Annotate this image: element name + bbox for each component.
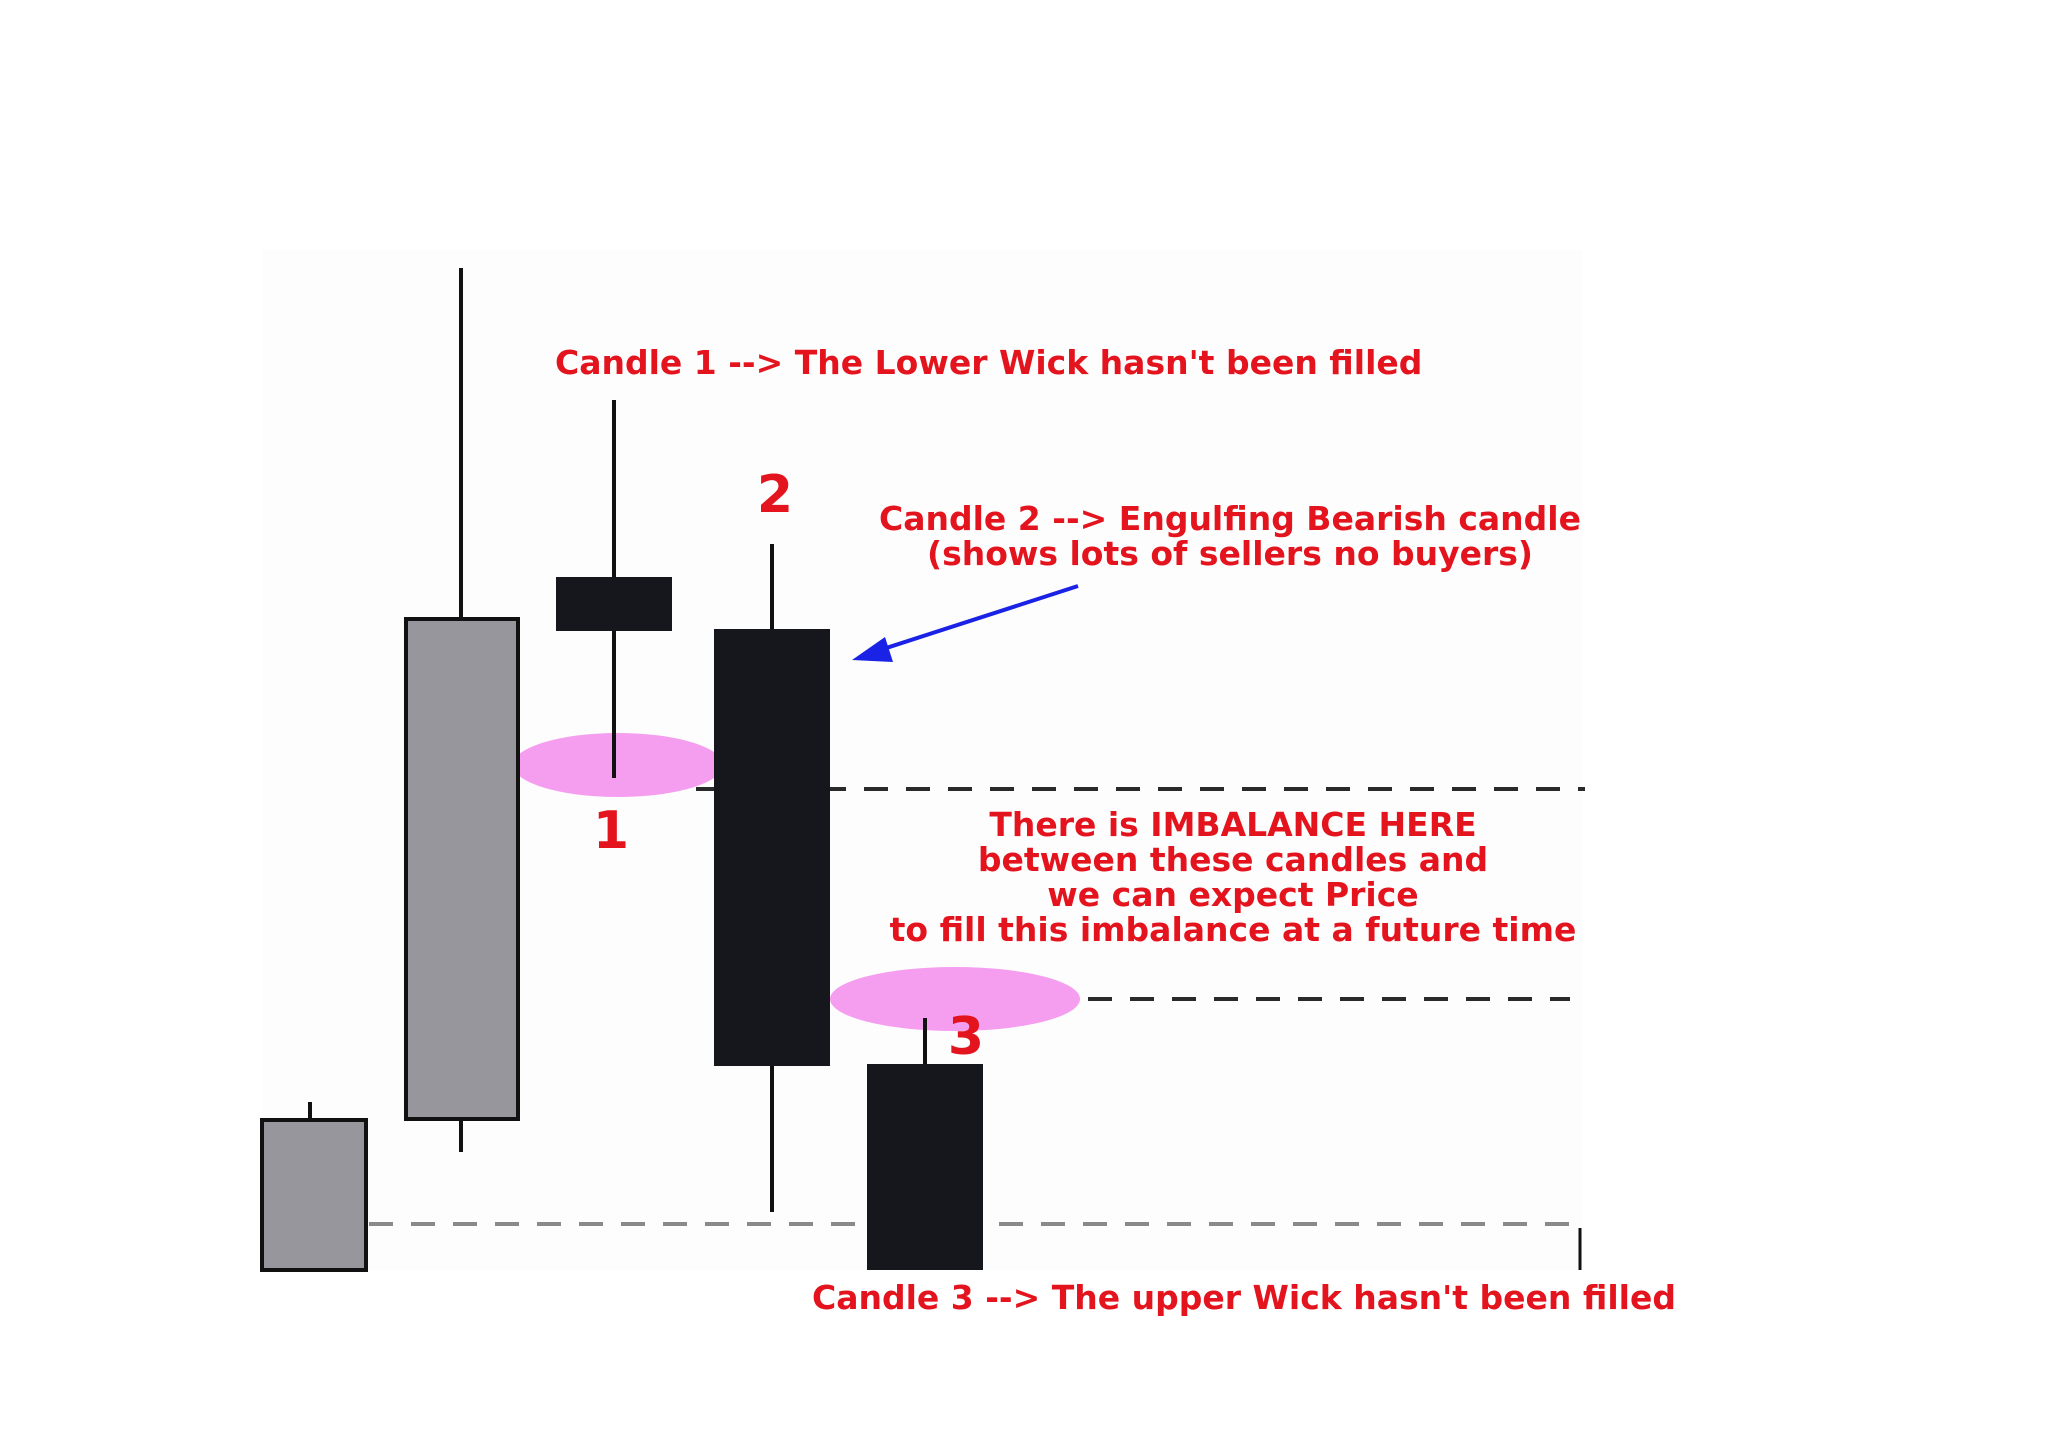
marker-1: 1 <box>593 801 629 861</box>
imbalance-note-line3: we can expect Price <box>1047 875 1418 914</box>
candle2-note-line2: (shows lots of sellers no buyers) <box>927 534 1533 573</box>
candle-b <box>404 268 520 1152</box>
candle3-note: Candle 3 --> The upper Wick hasn't been … <box>812 1278 1676 1317</box>
imbalance-note-line2: between these candles and <box>978 840 1488 879</box>
candle-b-body <box>404 617 520 1121</box>
marker-2: 2 <box>757 465 793 525</box>
arrow-shaft <box>879 584 1079 652</box>
candle-1-body <box>556 577 672 631</box>
arrow-icon <box>852 584 1079 662</box>
candle-2 <box>714 544 830 1212</box>
candle1-note: Candle 1 --> The Lower Wick hasn't been … <box>555 343 1422 382</box>
marker-3: 3 <box>948 1007 984 1067</box>
candle-a <box>260 1102 368 1272</box>
candle-3-body <box>867 1064 983 1270</box>
candle-2-body <box>714 629 830 1066</box>
candle2-note-line1: Candle 2 --> Engulfing Bearish candle <box>879 499 1581 538</box>
imbalance-highlight-lower <box>830 967 1080 1031</box>
imbalance-highlight-upper <box>513 733 723 797</box>
candle-1 <box>556 400 672 778</box>
arrow-head <box>852 637 893 662</box>
imbalance-note-line1: There is IMBALANCE HERE <box>989 805 1476 844</box>
imbalance-note-line4: to fill this imbalance at a future time <box>890 910 1577 949</box>
candle-a-body <box>260 1118 368 1272</box>
candle-3 <box>867 1018 983 1270</box>
